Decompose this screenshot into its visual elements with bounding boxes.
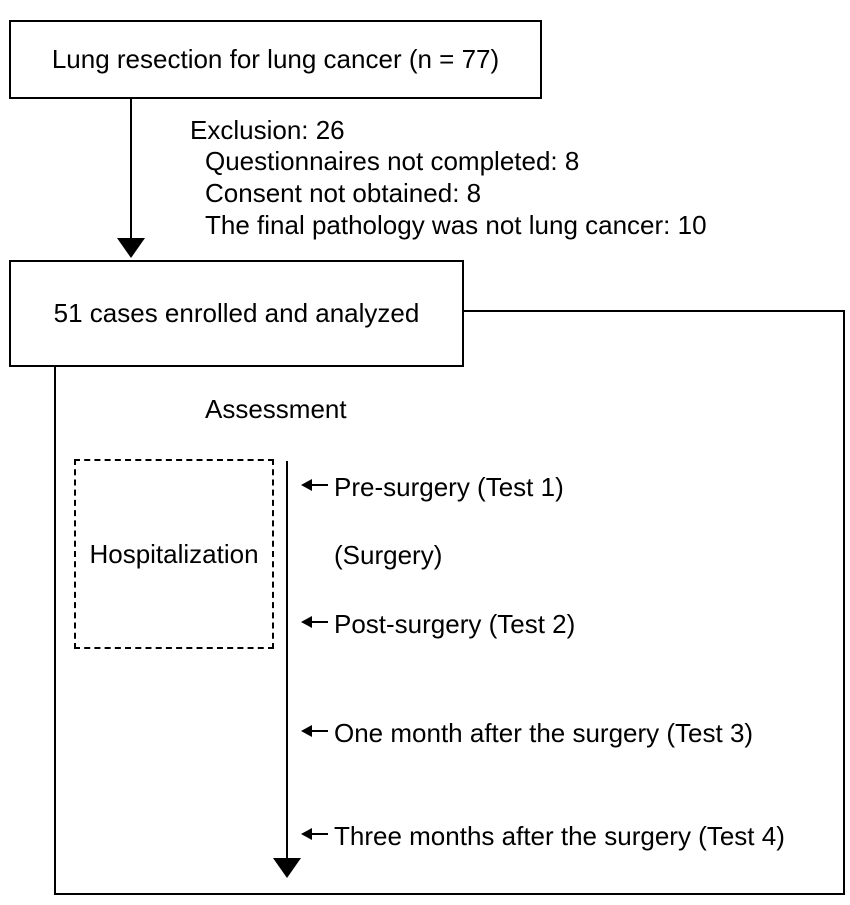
enrolled-label: 51 cases enrolled and analyzed xyxy=(53,298,420,328)
timeline-arrowhead xyxy=(273,858,301,878)
event-surgery: (Surgery) xyxy=(334,540,443,570)
event-three-months: Three months after the surgery (Test 4) xyxy=(334,821,785,851)
exclusion-title: Exclusion: 26 xyxy=(190,115,345,145)
enrolled-box: 51 cases enrolled and analyzed xyxy=(9,260,464,367)
hospitalization-box: Hospitalization xyxy=(74,459,274,649)
event-post-surgery: Post-surgery (Test 2) xyxy=(334,609,576,639)
exclusion-item-pathology: The final pathology was not lung cancer:… xyxy=(205,210,707,240)
lung-resection-box: Lung resection for lung cancer (n = 77) xyxy=(9,20,542,99)
hospitalization-label: Hospitalization xyxy=(89,538,259,569)
event-pre-surgery: Pre-surgery (Test 1) xyxy=(334,472,564,502)
exclusion-item-consent: Consent not obtained: 8 xyxy=(205,178,482,208)
event-arrow-2 xyxy=(301,616,328,628)
event-arrow-1 xyxy=(301,479,328,491)
lung-resection-label: Lung resection for lung cancer (n = 77) xyxy=(51,44,500,74)
flow-arrowhead xyxy=(117,238,145,258)
assessment-title: Assessment xyxy=(205,394,347,424)
exclusion-item-questionnaires: Questionnaires not completed: 8 xyxy=(205,146,580,176)
event-arrow-4 xyxy=(301,828,328,840)
event-one-month: One month after the surgery (Test 3) xyxy=(334,718,754,748)
assessment-frame xyxy=(54,310,845,895)
event-arrow-3 xyxy=(301,725,328,737)
